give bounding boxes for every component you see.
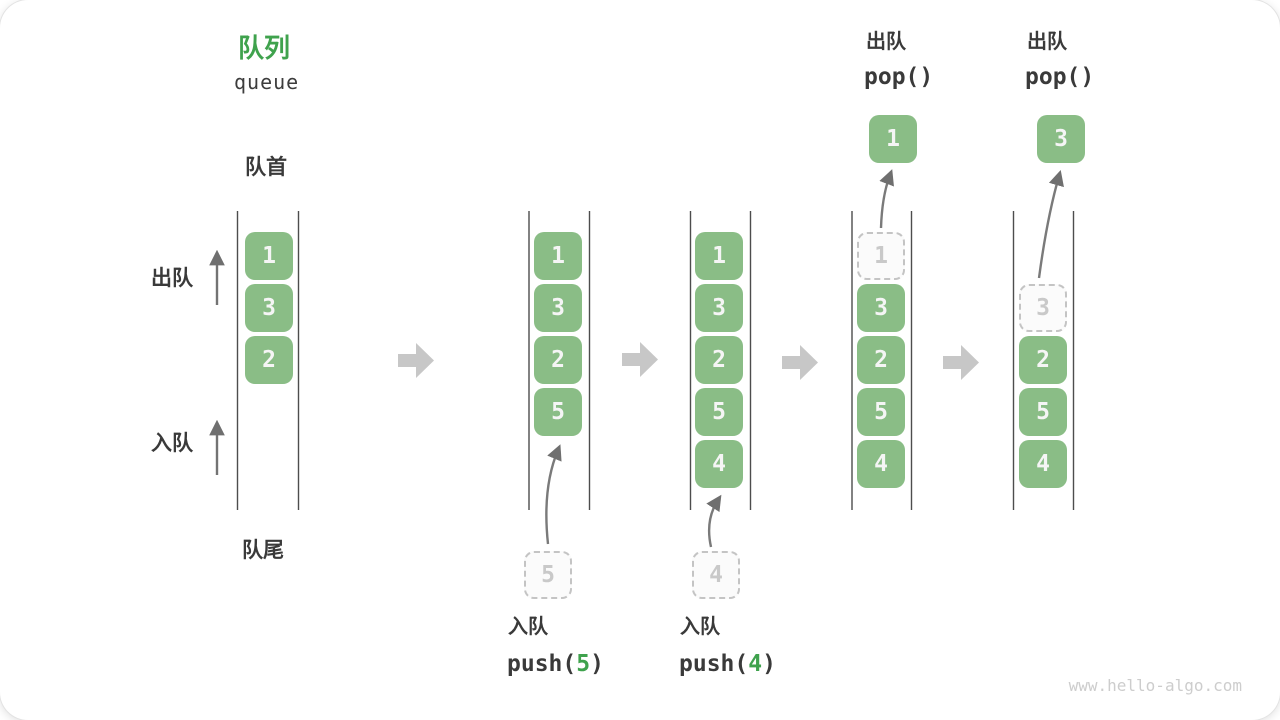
push5-action-label: 入队 — [508, 616, 548, 638]
queue-item: 5 — [1019, 388, 1067, 436]
state-arrow-icon — [398, 343, 434, 378]
watermark: www.hello-algo.com — [1068, 676, 1242, 695]
state-arrow-icon — [782, 345, 818, 380]
queue-item: 5 — [857, 388, 905, 436]
popped-item: 1 — [869, 115, 917, 163]
queue-item: 2 — [245, 336, 293, 384]
queue-item: 5 — [695, 388, 743, 436]
queue-item-removed: 1 — [857, 232, 905, 280]
queue-container-lines — [236, 211, 1075, 510]
push4-close: ) — [762, 651, 776, 677]
label-queue-front: 队首 — [245, 156, 287, 179]
queue-item: 4 — [857, 440, 905, 488]
push5-fn: push( — [507, 651, 577, 677]
push5-close: ) — [590, 651, 604, 677]
queue-item: 1 — [695, 232, 743, 280]
queue-item: 1 — [245, 232, 293, 280]
queue-item: 3 — [695, 284, 743, 332]
push4-arg: 4 — [748, 651, 763, 677]
queue-item: 3 — [857, 284, 905, 332]
push4-arrow-icon — [706, 494, 722, 548]
pop1-arrow-icon — [879, 169, 894, 229]
push5-arrow-icon — [545, 444, 562, 545]
push5-code-label: push(5) — [507, 651, 604, 677]
label-enqueue-left: 入队 — [151, 432, 193, 455]
push4-code-label: push(4) — [679, 651, 776, 677]
figure-title-zh: 队列 — [238, 33, 291, 63]
push4-action-label: 入队 — [680, 616, 720, 638]
state-arrow-icon — [943, 345, 979, 380]
pop2-action-label: 出队 — [1027, 31, 1067, 53]
pop2-code-label: pop() — [1025, 64, 1095, 90]
queue-item-removed: 3 — [1019, 284, 1067, 332]
pop1-action-label: 出队 — [866, 31, 906, 53]
figure-title-en: queue — [234, 70, 300, 94]
queue-item: 2 — [857, 336, 905, 384]
queue-item: 2 — [695, 336, 743, 384]
queue-item: 5 — [534, 388, 582, 436]
popped-item: 3 — [1037, 115, 1085, 163]
queue-item: 1 — [534, 232, 582, 280]
label-queue-rear: 队尾 — [242, 539, 284, 562]
push4-fn: push( — [679, 651, 749, 677]
queue-item: 4 — [695, 440, 743, 488]
queue-item: 2 — [534, 336, 582, 384]
staged-item: 4 — [692, 551, 740, 599]
queue-item: 3 — [534, 284, 582, 332]
push5-arg: 5 — [576, 651, 591, 677]
pop2-arrow-icon — [1037, 169, 1064, 279]
queue-item: 4 — [1019, 440, 1067, 488]
staged-item: 5 — [524, 551, 572, 599]
queue-item: 3 — [245, 284, 293, 332]
label-dequeue-left: 出队 — [151, 267, 193, 290]
pop1-code-label: pop() — [864, 64, 934, 90]
state-arrow-icon — [622, 342, 658, 377]
queue-item: 2 — [1019, 336, 1067, 384]
